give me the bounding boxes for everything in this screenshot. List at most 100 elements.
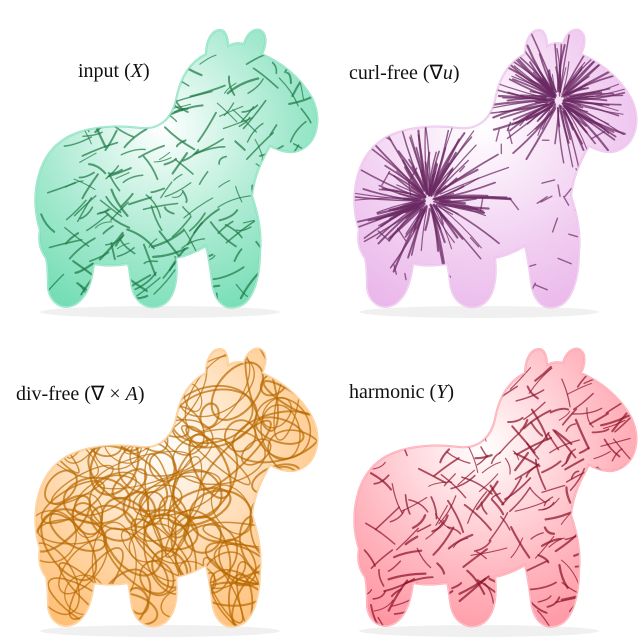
horse-illustration-harmonic [319, 319, 638, 638]
field-strand [264, 530, 319, 620]
field-strand [273, 182, 282, 189]
field-strand [281, 523, 302, 601]
field-strand [63, 89, 76, 99]
field-strand [589, 471, 620, 481]
panel-input: input (X) [0, 0, 319, 319]
label-suffix: ) [453, 62, 460, 84]
field-strand [194, 279, 209, 286]
ground-shadow [40, 306, 280, 318]
field-strand [308, 158, 319, 163]
field-strand [249, 293, 282, 300]
panel-curl-free: curl-free (∇u) [319, 0, 638, 319]
field-strand [365, 426, 392, 437]
field-strand [452, 431, 473, 443]
field-strand [600, 521, 632, 527]
label-prefix: harmonic ( [349, 381, 436, 403]
field-strand [592, 612, 600, 638]
panel-label-curl-free: curl-free (∇u) [349, 60, 460, 85]
field-strand [119, 90, 142, 109]
field-strand [58, 68, 76, 76]
field-strand [46, 91, 57, 103]
field-strand [272, 156, 296, 160]
field-strand [279, 204, 301, 216]
field-strand [55, 131, 68, 136]
field-strand [452, 431, 461, 438]
field-strand [604, 593, 627, 605]
label-symbol: u [443, 62, 453, 84]
field-strand [87, 97, 107, 112]
field-strand [290, 179, 319, 188]
field-strand [377, 403, 392, 428]
field-strand [615, 479, 627, 493]
field-strand [436, 422, 453, 443]
field-strand [579, 517, 590, 542]
field-strand [75, 93, 91, 99]
field-strand [81, 111, 89, 132]
field-strand [582, 523, 608, 539]
field-strand [584, 211, 585, 221]
field-strand [584, 551, 592, 566]
field-strand [163, 66, 178, 79]
label-symbol: X [131, 60, 143, 82]
field-strand [264, 218, 291, 243]
field-strand [392, 406, 411, 409]
field-strand [271, 223, 294, 244]
field-strand [292, 186, 311, 203]
label-prefix: input ( [78, 60, 131, 82]
field-strand [85, 404, 135, 442]
field-strand [299, 276, 307, 286]
field-strand [469, 383, 490, 402]
field-strand [306, 55, 319, 83]
field-strand [265, 211, 283, 231]
field-strand [608, 570, 621, 593]
ground-shadow [359, 625, 599, 637]
field-strand [614, 381, 626, 391]
field-strand [597, 607, 612, 620]
field-strand [468, 410, 485, 420]
horse-illustration-curl-free [319, 0, 638, 319]
panel-label-harmonic: harmonic (Y) [349, 381, 454, 404]
field-strand [282, 214, 288, 233]
field-strand [473, 394, 492, 415]
field-strand [254, 472, 319, 546]
field-strand [609, 605, 635, 611]
field-strand [364, 124, 372, 125]
field-strand [297, 178, 311, 183]
field-strand [115, 270, 128, 278]
field-strand [600, 588, 620, 609]
field-strand [56, 122, 82, 126]
label-symbol: A [126, 383, 138, 405]
field-strand [146, 104, 155, 109]
field-strand [625, 601, 638, 630]
field-strand [260, 503, 319, 582]
field-strand [285, 164, 294, 185]
field-strand [305, 273, 319, 297]
field-strand [605, 587, 632, 598]
field-strand [178, 258, 202, 279]
field-strand [300, 254, 309, 268]
field-strand [257, 483, 292, 541]
field-strand [595, 518, 608, 522]
horse-illustration-div-free [0, 319, 319, 638]
field-strand [622, 601, 638, 608]
horse-illustration-input [0, 0, 319, 319]
field-strand [292, 292, 310, 308]
field-strand [445, 117, 447, 126]
field-strand [273, 160, 282, 171]
field-strand [597, 583, 604, 590]
field-strand [452, 358, 479, 380]
field-strand [293, 212, 301, 221]
field-strand [310, 273, 319, 300]
label-suffix: ) [138, 383, 145, 405]
field-strand [163, 91, 176, 98]
field-strand [310, 229, 319, 237]
field-strand [411, 408, 431, 430]
field-strand [432, 603, 439, 613]
panel-harmonic: harmonic (Y) [319, 319, 638, 638]
field-strand [440, 425, 457, 435]
panel-label-input: input (X) [78, 60, 150, 83]
label-prefix: curl-free (∇ [349, 62, 443, 84]
field-strand [310, 276, 319, 285]
field-strand [473, 409, 486, 441]
